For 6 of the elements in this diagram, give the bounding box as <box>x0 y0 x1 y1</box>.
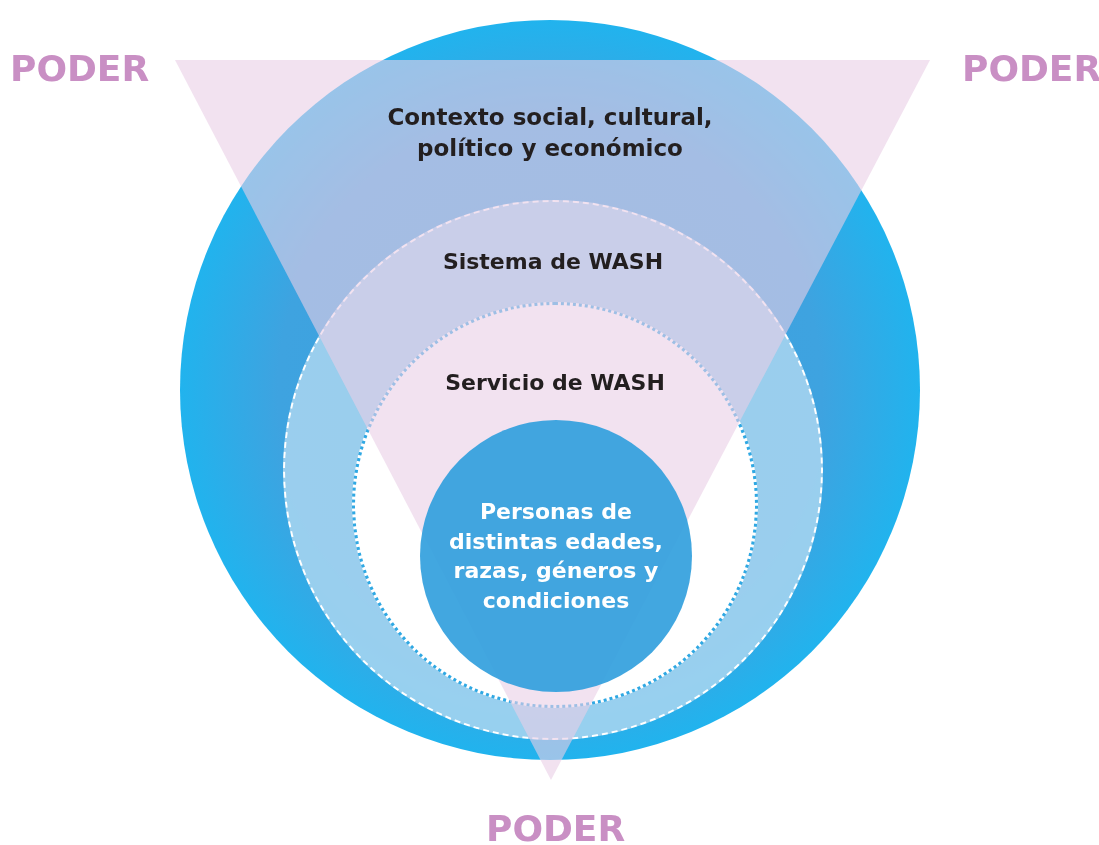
circle-label: Personas de distintas edades, razas, géneros y condiciones <box>448 497 664 615</box>
label-text: PODER <box>10 48 150 89</box>
circle-label: Sistema de WASH <box>441 248 665 276</box>
circle-label: Contexto social, cultural, político y económico <box>386 103 714 164</box>
circle-label: Servicio de WASH <box>444 369 666 397</box>
label-text: PODER <box>486 808 626 845</box>
